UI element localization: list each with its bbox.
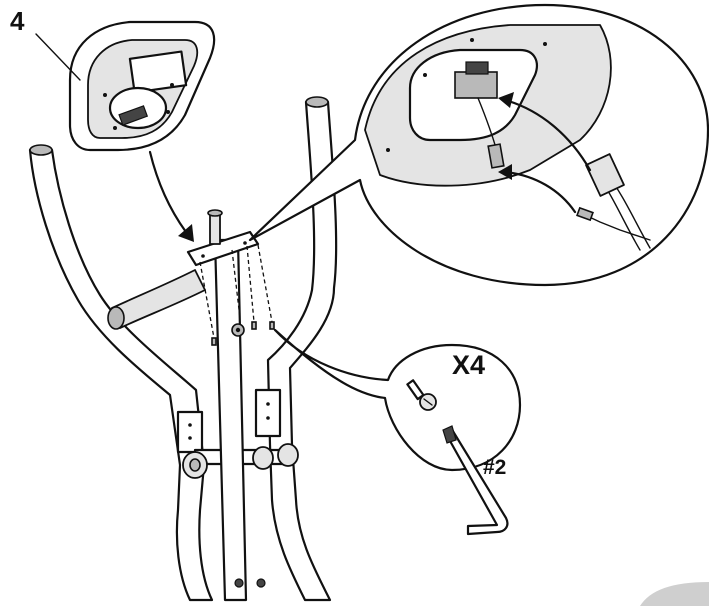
step-leader-line: [35, 33, 81, 81]
hex-key-icon: [442, 425, 509, 536]
hardware-quantity-label: X4: [452, 350, 486, 380]
right-handlebar-arm: [254, 96, 338, 602]
step-number-label: 4: [10, 6, 25, 36]
mounting-plate: [186, 209, 260, 267]
placement-arrow: [148, 150, 194, 242]
screw-alignment-lines: [199, 244, 275, 346]
tool-size-label: #2: [483, 456, 507, 479]
screw-icon: [406, 379, 437, 411]
handle-grip: [107, 269, 206, 330]
hardware-callout: [273, 328, 522, 536]
corner-page-tab: [640, 582, 709, 606]
wire-connection-callout: [248, 3, 709, 287]
console-part: [68, 20, 216, 152]
left-handlebar-arm: [28, 144, 214, 602]
